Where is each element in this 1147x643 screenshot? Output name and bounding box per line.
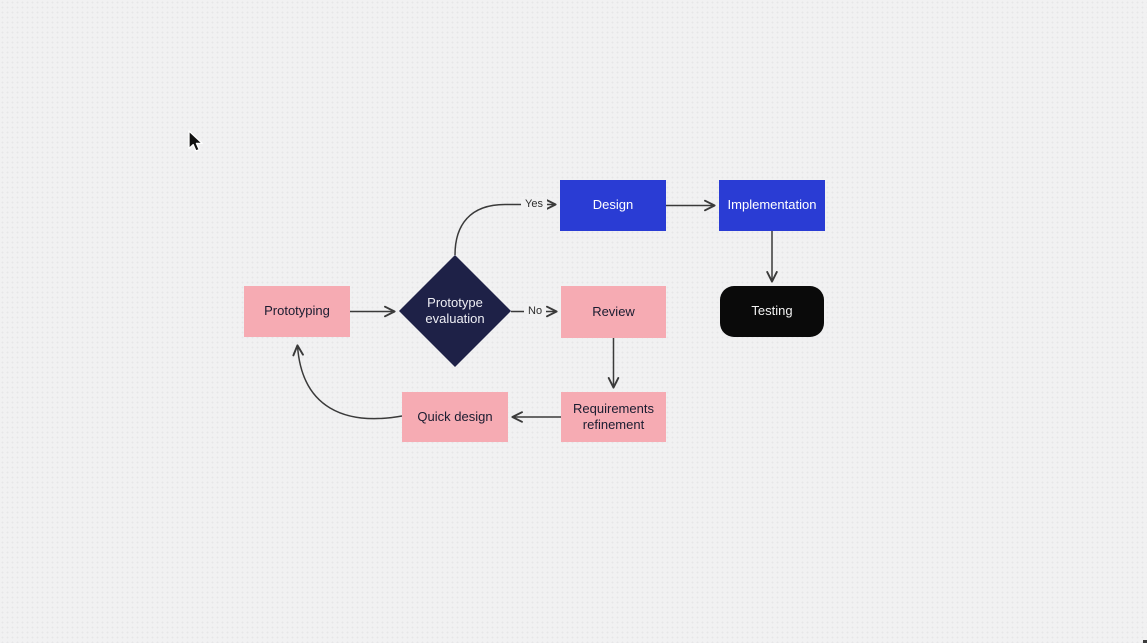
node-prototyping-label: Prototyping: [264, 303, 330, 319]
node-quick-design-label: Quick design: [417, 408, 493, 424]
node-prototype-evaluation[interactable]: Prototype evaluation: [399, 255, 511, 367]
node-review[interactable]: Review: [561, 286, 666, 338]
node-prototyping[interactable]: Prototyping: [244, 286, 350, 337]
edge-quick-design-to-prototyping[interactable]: [292, 344, 403, 420]
node-testing-label: Testing: [751, 303, 793, 319]
node-requirements-refinement-label: Requirements refinement: [573, 400, 654, 432]
edge-label-no: No: [524, 304, 547, 318]
mouse-cursor-icon: [188, 130, 203, 152]
resize-handle[interactable]: [1143, 640, 1147, 643]
node-requirements-refinement[interactable]: Requirements refinement: [561, 392, 666, 442]
node-design[interactable]: Design: [560, 180, 666, 231]
node-implementation[interactable]: Implementation: [719, 180, 825, 231]
edge-label-yes: Yes: [521, 197, 547, 211]
node-quick-design[interactable]: Quick design: [402, 392, 508, 442]
node-review-label: Review: [592, 303, 635, 319]
node-testing[interactable]: Testing: [720, 286, 824, 337]
node-design-label: Design: [592, 197, 634, 213]
edge-evaluation-to-design[interactable]: [454, 198, 557, 256]
node-prototype-evaluation-label: Prototype evaluation: [425, 294, 485, 326]
node-implementation-label: Implementation: [727, 197, 817, 213]
